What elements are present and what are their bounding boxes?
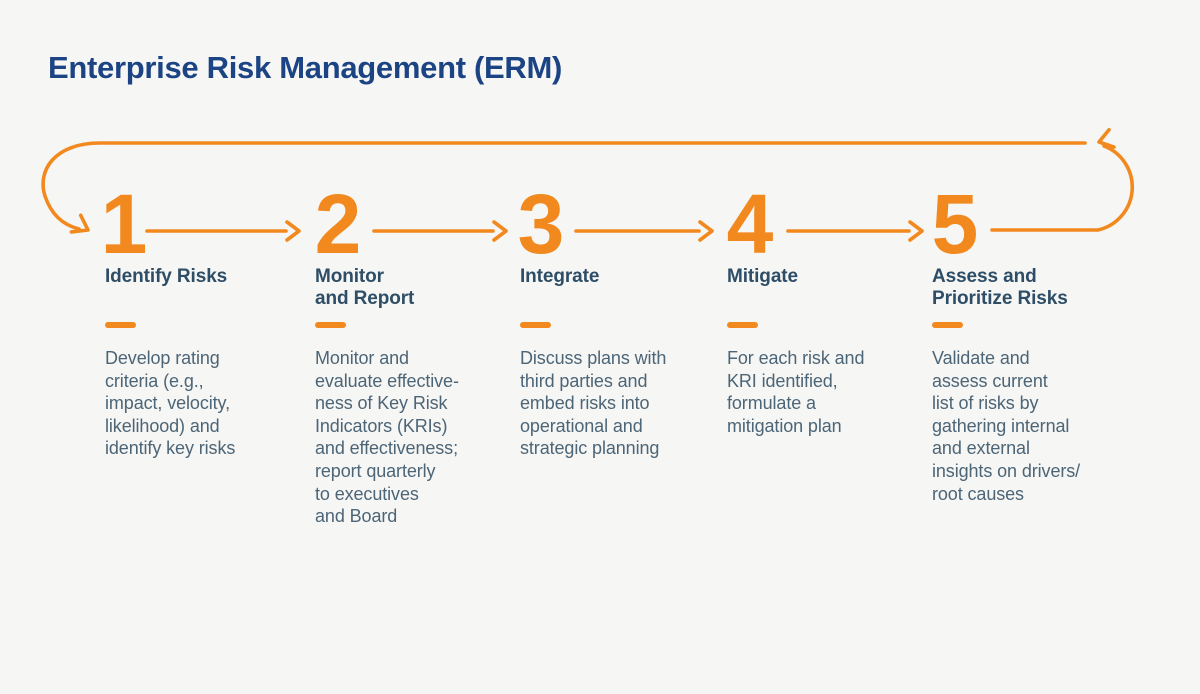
arrow-head-icon [698, 220, 714, 242]
step-column-identify-risks: Identify Risks Develop rating criteria (… [105, 266, 283, 460]
accent-dash [315, 322, 346, 328]
step-description: Validate and assess current list of risk… [932, 348, 1081, 504]
step-heading: Assess and Prioritize Risks [932, 266, 1068, 309]
accent-dash [520, 322, 551, 328]
step-number-4: 4 [727, 177, 774, 271]
step-heading: Mitigate [727, 266, 798, 287]
accent-dash [932, 322, 963, 328]
process-flow-graphic: 1 2 3 4 5 [41, 127, 1135, 271]
step-heading: Monitor and Report [315, 266, 415, 309]
step-number-2: 2 [315, 177, 362, 271]
flow-arrow-1-2 [145, 220, 301, 242]
loop-right-curve [990, 144, 1135, 232]
flow-arrow-4-5 [786, 220, 924, 242]
step-column-monitor-and-report: Monitor and Report Monitor and evaluate … [315, 266, 483, 528]
flow-arrow-3-4 [574, 220, 714, 242]
step-number-5: 5 [932, 177, 979, 271]
loop-arrowhead-to-rail-icon [1097, 127, 1116, 149]
step-column-mitigate: Mitigate For each risk and KRI identifie… [727, 266, 895, 437]
step-description: Develop rating criteria (e.g., impact, v… [105, 348, 236, 459]
accent-dash [105, 322, 136, 328]
accent-dash [727, 322, 758, 328]
step-number-3: 3 [518, 177, 565, 271]
arrow-head-icon [492, 220, 508, 242]
step-description: Monitor and evaluate effective- ness of … [315, 348, 459, 527]
page-title: Enterprise Risk Management (ERM) [48, 50, 563, 85]
loop-arrowhead-to-step1-icon [69, 213, 90, 234]
step-column-assess-and-prioritize-risks: Assess and Prioritize Risks Validate and… [932, 266, 1118, 505]
flow-arrow-2-3 [372, 220, 508, 242]
step-column-integrate: Integrate Discuss plans with third parti… [520, 266, 692, 460]
step-heading: Integrate [520, 266, 600, 287]
step-description: Discuss plans with third parties and emb… [520, 348, 667, 459]
cycle-loop-arrow [41, 127, 1135, 234]
step-description: For each risk and KRI identified, formul… [727, 348, 865, 436]
step-number-1: 1 [101, 177, 148, 271]
arrow-head-icon [908, 220, 924, 242]
loop-left-curve [41, 141, 1087, 231]
step-heading: Identify Risks [105, 266, 228, 287]
arrow-head-icon [285, 220, 301, 242]
